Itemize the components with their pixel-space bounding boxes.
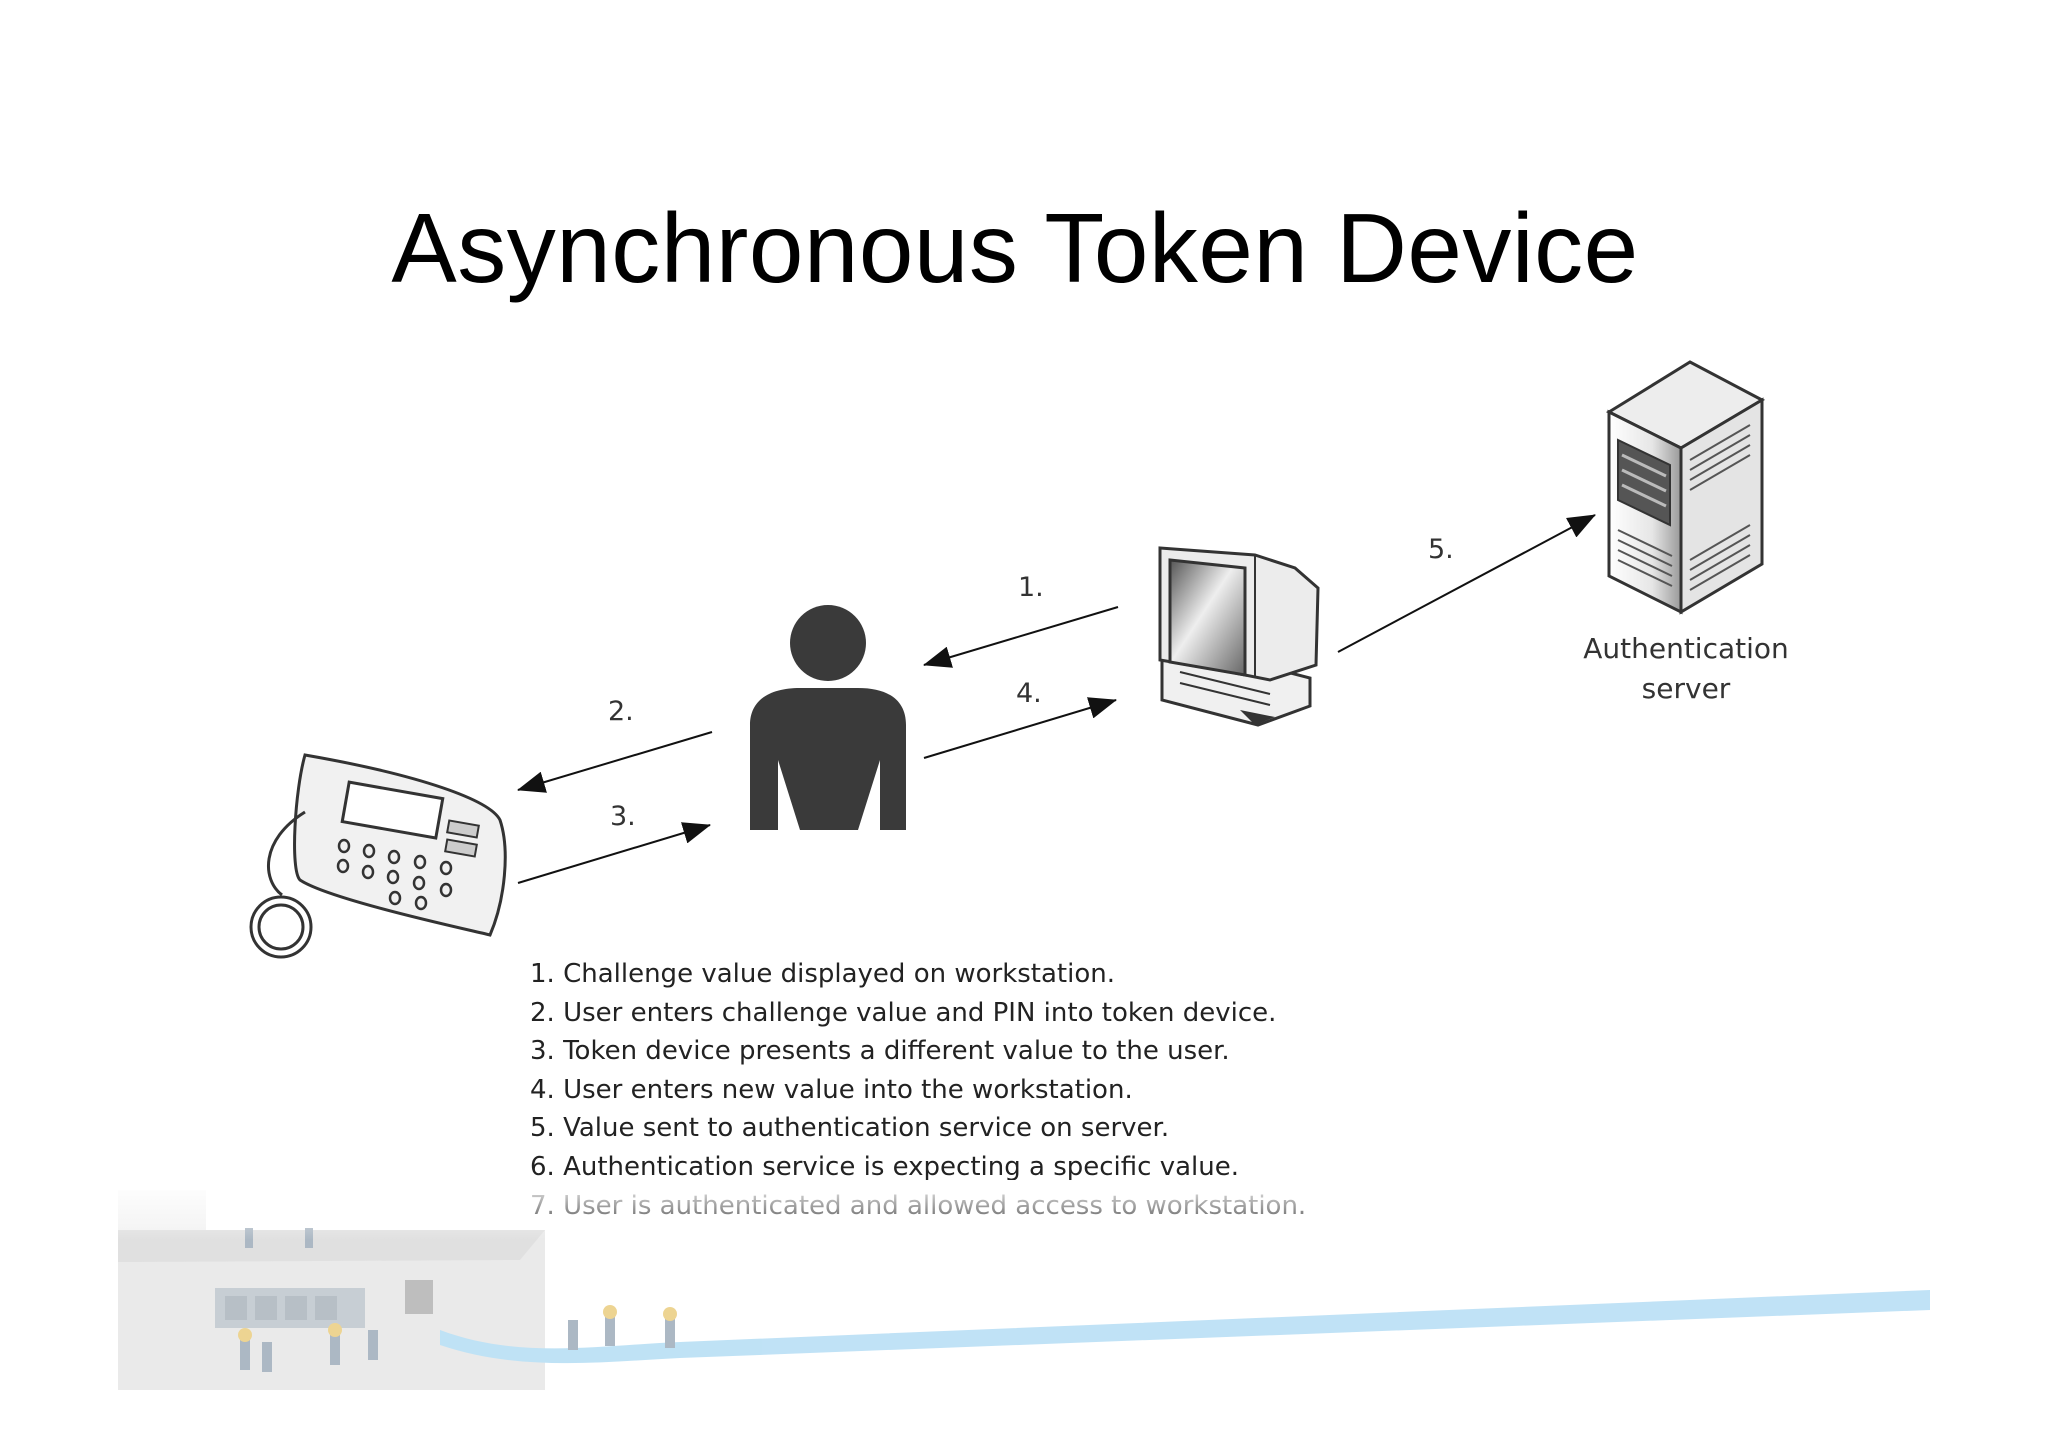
slide-title: Asynchronous Token Device — [391, 193, 1639, 303]
step-item: 4. User enters new value into the workst… — [530, 1074, 1133, 1105]
arrow-3 — [517, 822, 711, 884]
user-icon — [750, 605, 906, 830]
server-label-line-2: server — [1642, 672, 1731, 705]
arrow-5-label: 5. — [1428, 534, 1454, 565]
arrow-4-label: 4. — [1016, 678, 1042, 709]
step-item: 6. Authentication service is expecting a… — [530, 1151, 1239, 1182]
arrow-5 — [1337, 514, 1596, 653]
step-item: 2. User enters challenge value and PIN i… — [530, 997, 1277, 1028]
arrow-2-label: 2. — [608, 696, 634, 727]
step-item: 3. Token device presents a different val… — [530, 1036, 1230, 1067]
steps-list: 1. Challenge value displayed on workstat… — [530, 955, 1306, 1225]
step-item: 1. Challenge value displayed on workstat… — [530, 959, 1115, 989]
arrow-3-label: 3. — [610, 801, 636, 832]
server-label-line-1: Authentication — [1583, 632, 1789, 665]
step-item: 5. Value sent to authentication service … — [530, 1113, 1170, 1144]
token-device-icon — [249, 753, 507, 959]
server-tower-icon — [1605, 360, 1766, 615]
step-item: 7. User is authenticated and allowed acc… — [530, 1190, 1307, 1221]
arrow-4 — [923, 697, 1117, 759]
workstation-icon — [1158, 546, 1320, 727]
arrow-2 — [517, 731, 713, 793]
arrow-1-label: 1. — [1018, 572, 1044, 603]
arrow-1 — [923, 606, 1119, 668]
